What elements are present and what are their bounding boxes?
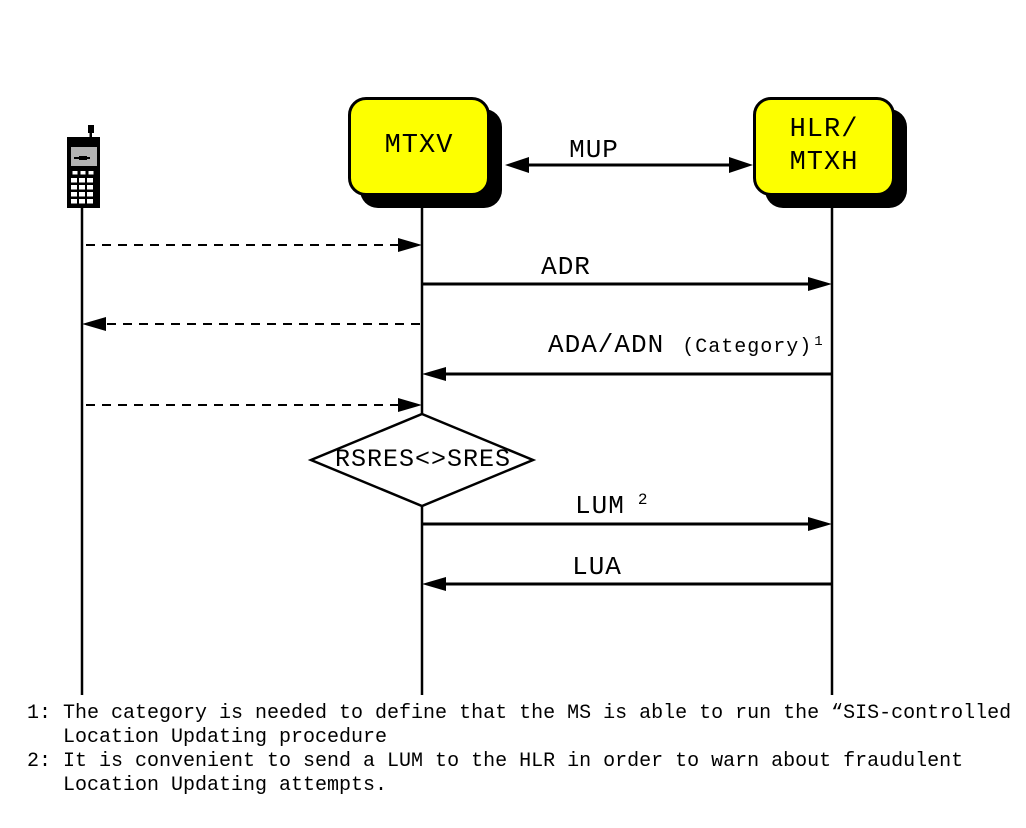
decision-diamond <box>307 412 537 508</box>
mup-label: MUP <box>569 135 619 165</box>
footnote-2-number: 2: <box>27 750 52 773</box>
adr-label: ADR <box>541 252 591 282</box>
footnote-1: 1: The category is needed to define that… <box>27 702 1011 750</box>
lum-label-superscript: 2 <box>637 491 649 509</box>
decision-label: RSRES<>SRES <box>334 445 512 474</box>
lum-arrow <box>422 517 832 531</box>
node-hlr: HLR/ MTXH <box>753 97 895 196</box>
ada-adn-label-main: ADA/ADN <box>548 330 665 360</box>
ada-adn-label: ADA/ADN (Category)1 <box>548 332 824 358</box>
lua-arrow <box>422 577 832 591</box>
lum-label: LUM 2 <box>575 491 649 521</box>
node-mtxv: MTXV <box>348 97 490 196</box>
adr-arrow <box>422 277 832 291</box>
lua-label: LUA <box>572 552 622 582</box>
footnote-2-text: It is convenient to send a LUM to the HL… <box>63 750 964 797</box>
dashed-arrow-ms-to-mtxv-2 <box>86 398 422 412</box>
mup-arrow <box>505 157 753 173</box>
ada-adn-label-superscript: 1 <box>814 334 824 350</box>
ada-adn-label-note: (Category) <box>682 336 813 359</box>
lum-label-main: LUM <box>575 491 625 521</box>
footnote-1-number: 1: <box>27 702 52 725</box>
footnote-1-text: The category is needed to define that th… <box>63 702 1012 749</box>
ada-adn-arrow <box>422 367 832 381</box>
node-mtxv-label: MTXV <box>384 131 454 161</box>
node-hlr-label: HLR/ MTXH <box>789 114 859 178</box>
dashed-arrow-ms-to-mtxv-1 <box>86 238 422 252</box>
mobile-phone-icon <box>67 125 100 208</box>
dashed-arrow-mtxv-to-ms <box>82 317 420 331</box>
footnotes: 1: The category is needed to define that… <box>27 702 1011 798</box>
footnote-2: 2: It is convenient to send a LUM to the… <box>27 750 1011 798</box>
